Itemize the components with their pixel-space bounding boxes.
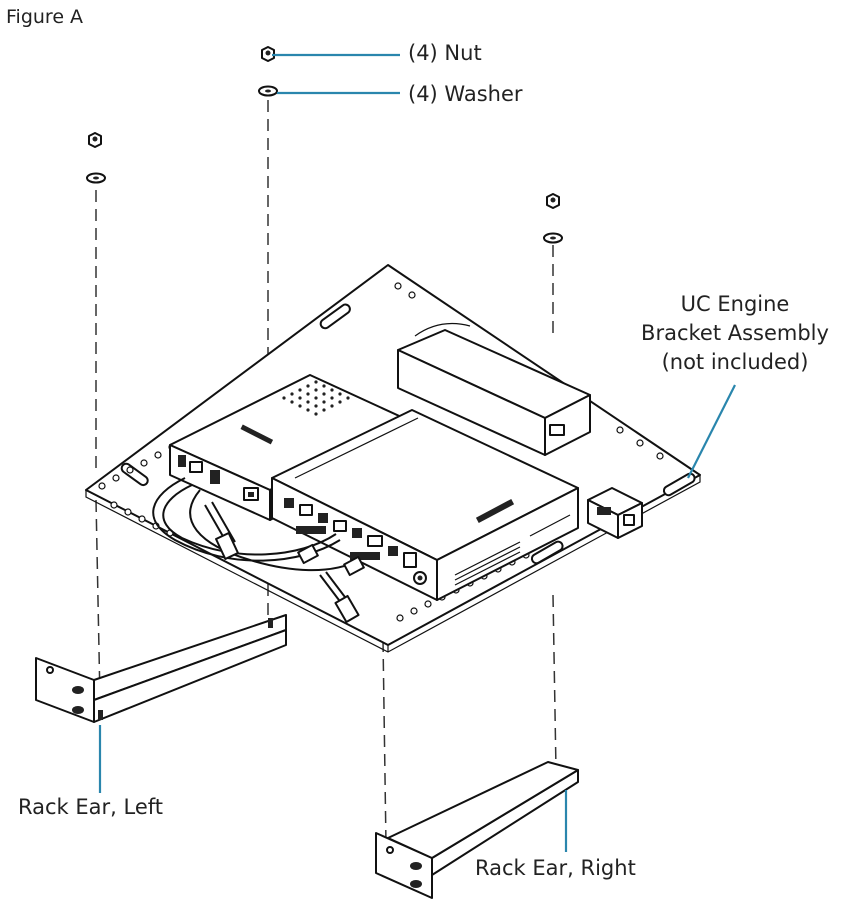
mounting-slots [120, 303, 696, 565]
nut-top [261, 46, 275, 62]
bracket-assembly-label: UC Engine Bracket Assembly (not included… [620, 290, 850, 377]
bracket-leader-line [687, 384, 736, 479]
bracket-label-line-3: (not included) [661, 350, 809, 374]
washer-right [543, 232, 563, 244]
front-ports [284, 498, 427, 585]
engine-unit [271, 409, 579, 601]
nut-right [546, 193, 560, 209]
leader-lines [98, 53, 736, 852]
rack-ear-left [35, 614, 287, 723]
rack-ear-right-label: Rack Ear, Right [475, 856, 636, 880]
side-vents [454, 514, 571, 586]
rack-ear-right [375, 761, 579, 899]
rack-ear-left-label: Rack Ear, Left [18, 795, 164, 819]
washer-top [258, 85, 278, 97]
vent-grid [282, 380, 350, 416]
washer-left [86, 172, 106, 184]
washer-label: (4) Washer [408, 82, 523, 106]
bracket-label-line-1: UC Engine [680, 292, 790, 316]
figure-title: Figure A [6, 6, 84, 28]
bracket-label-line-2: Bracket Assembly [641, 321, 829, 345]
nut-left [88, 132, 102, 148]
adapter-block [587, 487, 643, 539]
power-supply [397, 323, 591, 456]
cables [152, 477, 365, 624]
nut-label: (4) Nut [408, 41, 482, 65]
